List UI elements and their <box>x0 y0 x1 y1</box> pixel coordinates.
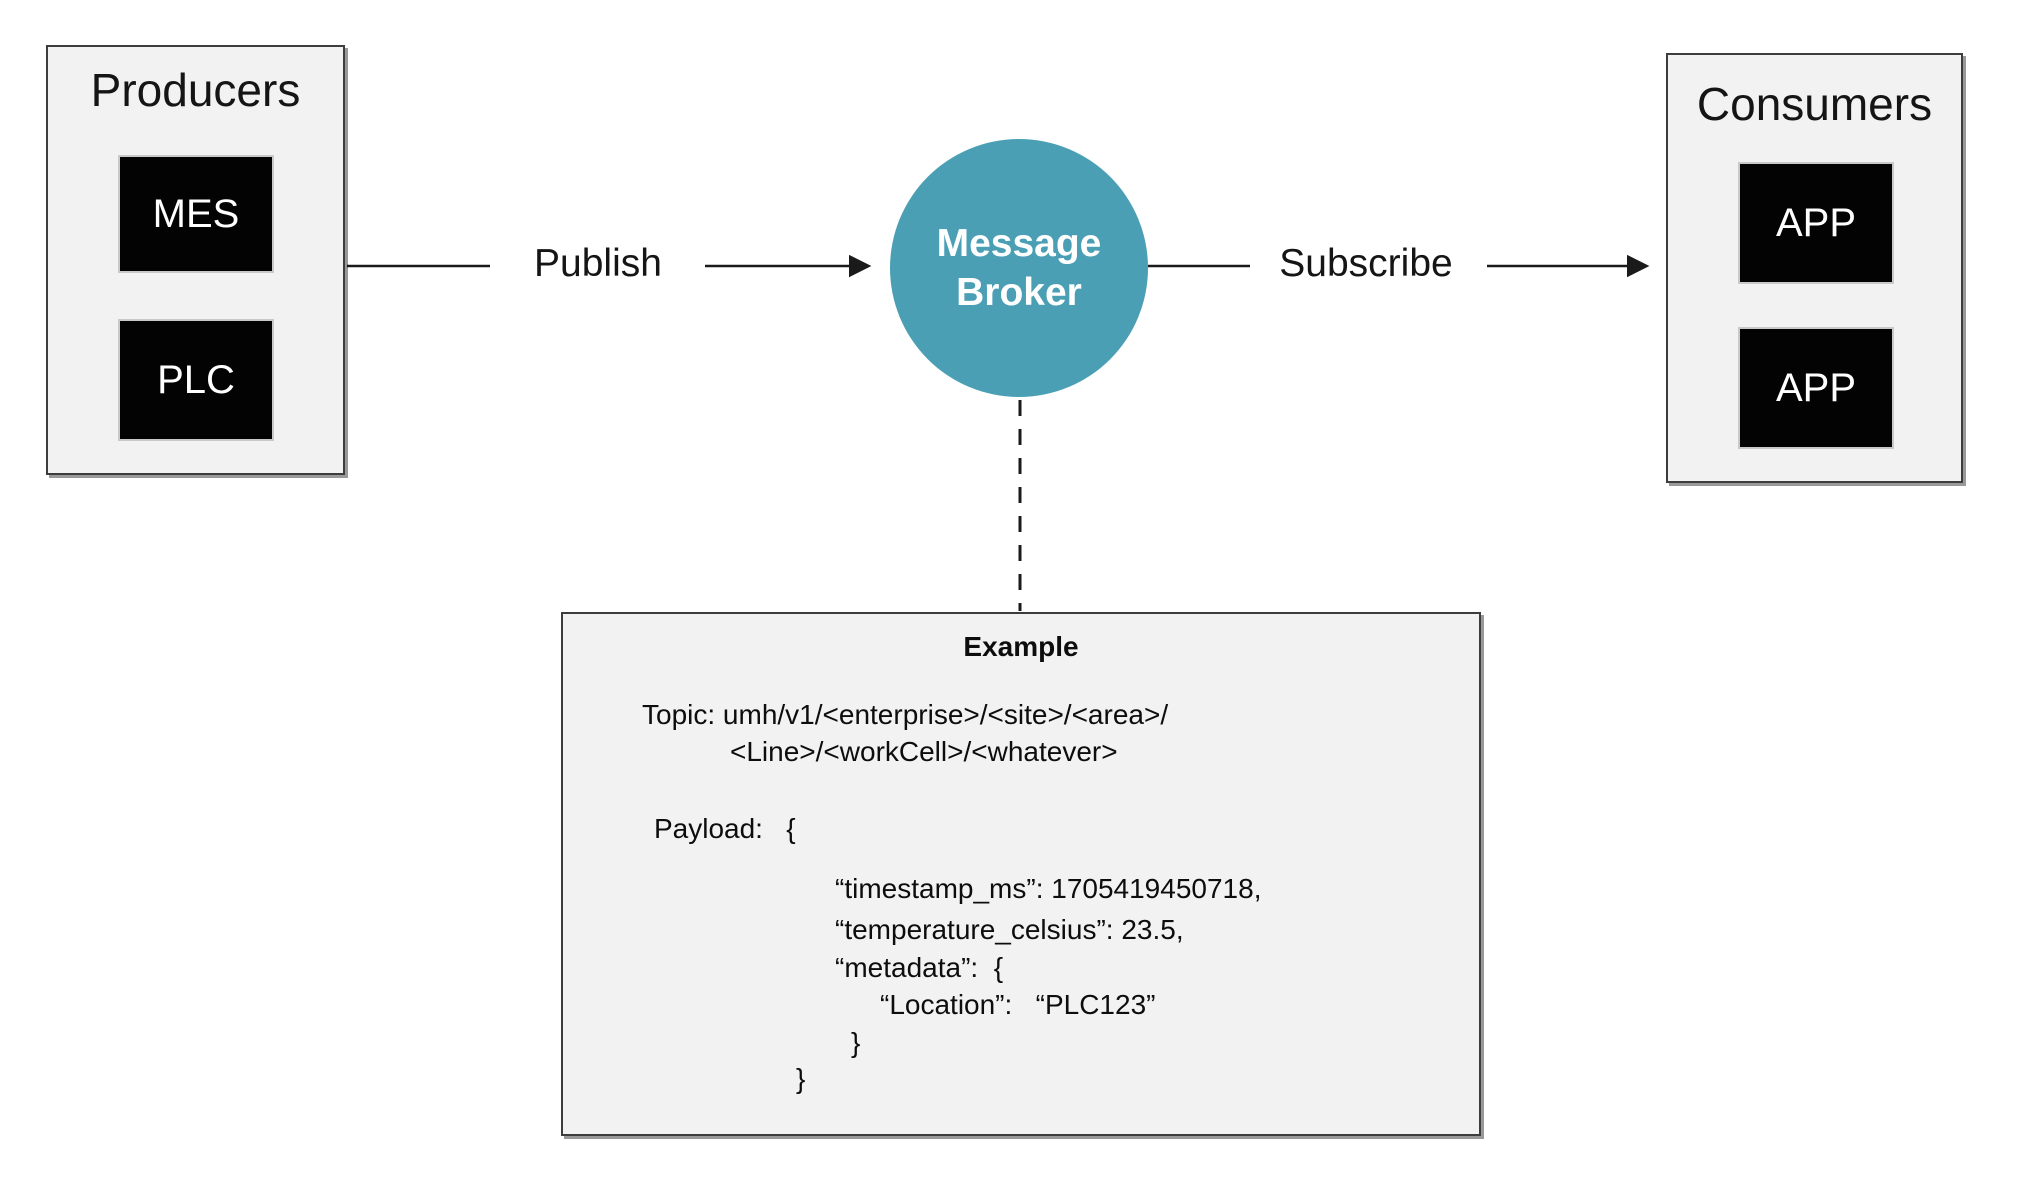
payload-line-metadata-close: } <box>851 1027 861 1058</box>
payload-open: Payload: { <box>654 813 796 844</box>
consumer-node-app1: APP <box>1738 162 1894 284</box>
app1-label: APP <box>1775 200 1857 245</box>
mes-label: MES <box>152 191 240 236</box>
broker-label-line1: Message <box>936 222 1102 265</box>
consumers-title: Consumers <box>1696 78 1933 130</box>
payload-line-temperature: “temperature_celsius”: 23.5, <box>835 914 1184 945</box>
broker-label-line2: Broker <box>956 271 1082 314</box>
payload-line-close: } <box>796 1063 806 1094</box>
producer-node-plc: PLC <box>118 319 274 441</box>
plc-label: PLC <box>157 357 235 402</box>
message-broker-node: Message Broker <box>890 139 1148 397</box>
consumers-panel: Consumers APP APP <box>1666 53 1963 483</box>
subscribe-edge-label: Subscribe <box>1279 242 1453 285</box>
publish-edge-label: Publish <box>534 242 662 285</box>
payload-line-timestamp: “timestamp_ms”: 1705419450718, <box>835 873 1262 904</box>
example-title: Example <box>963 631 1079 662</box>
consumer-node-app2: APP <box>1738 327 1894 449</box>
app2-label: APP <box>1775 365 1857 410</box>
producers-panel: Producers MES PLC <box>46 45 345 475</box>
payload-line-metadata-open: “metadata”: { <box>835 952 1004 983</box>
topic-line-2: <Line>/<workCell>/<whatever> <box>730 736 1118 767</box>
producers-title: Producers <box>90 64 301 116</box>
example-panel: Example Topic: umh/v1/<enterprise>/<site… <box>561 612 1481 1136</box>
producer-node-mes: MES <box>118 155 274 273</box>
payload-line-location: “Location”: “PLC123” <box>880 989 1156 1020</box>
topic-line-1: Topic: umh/v1/<enterprise>/<site>/<area>… <box>642 699 1169 730</box>
